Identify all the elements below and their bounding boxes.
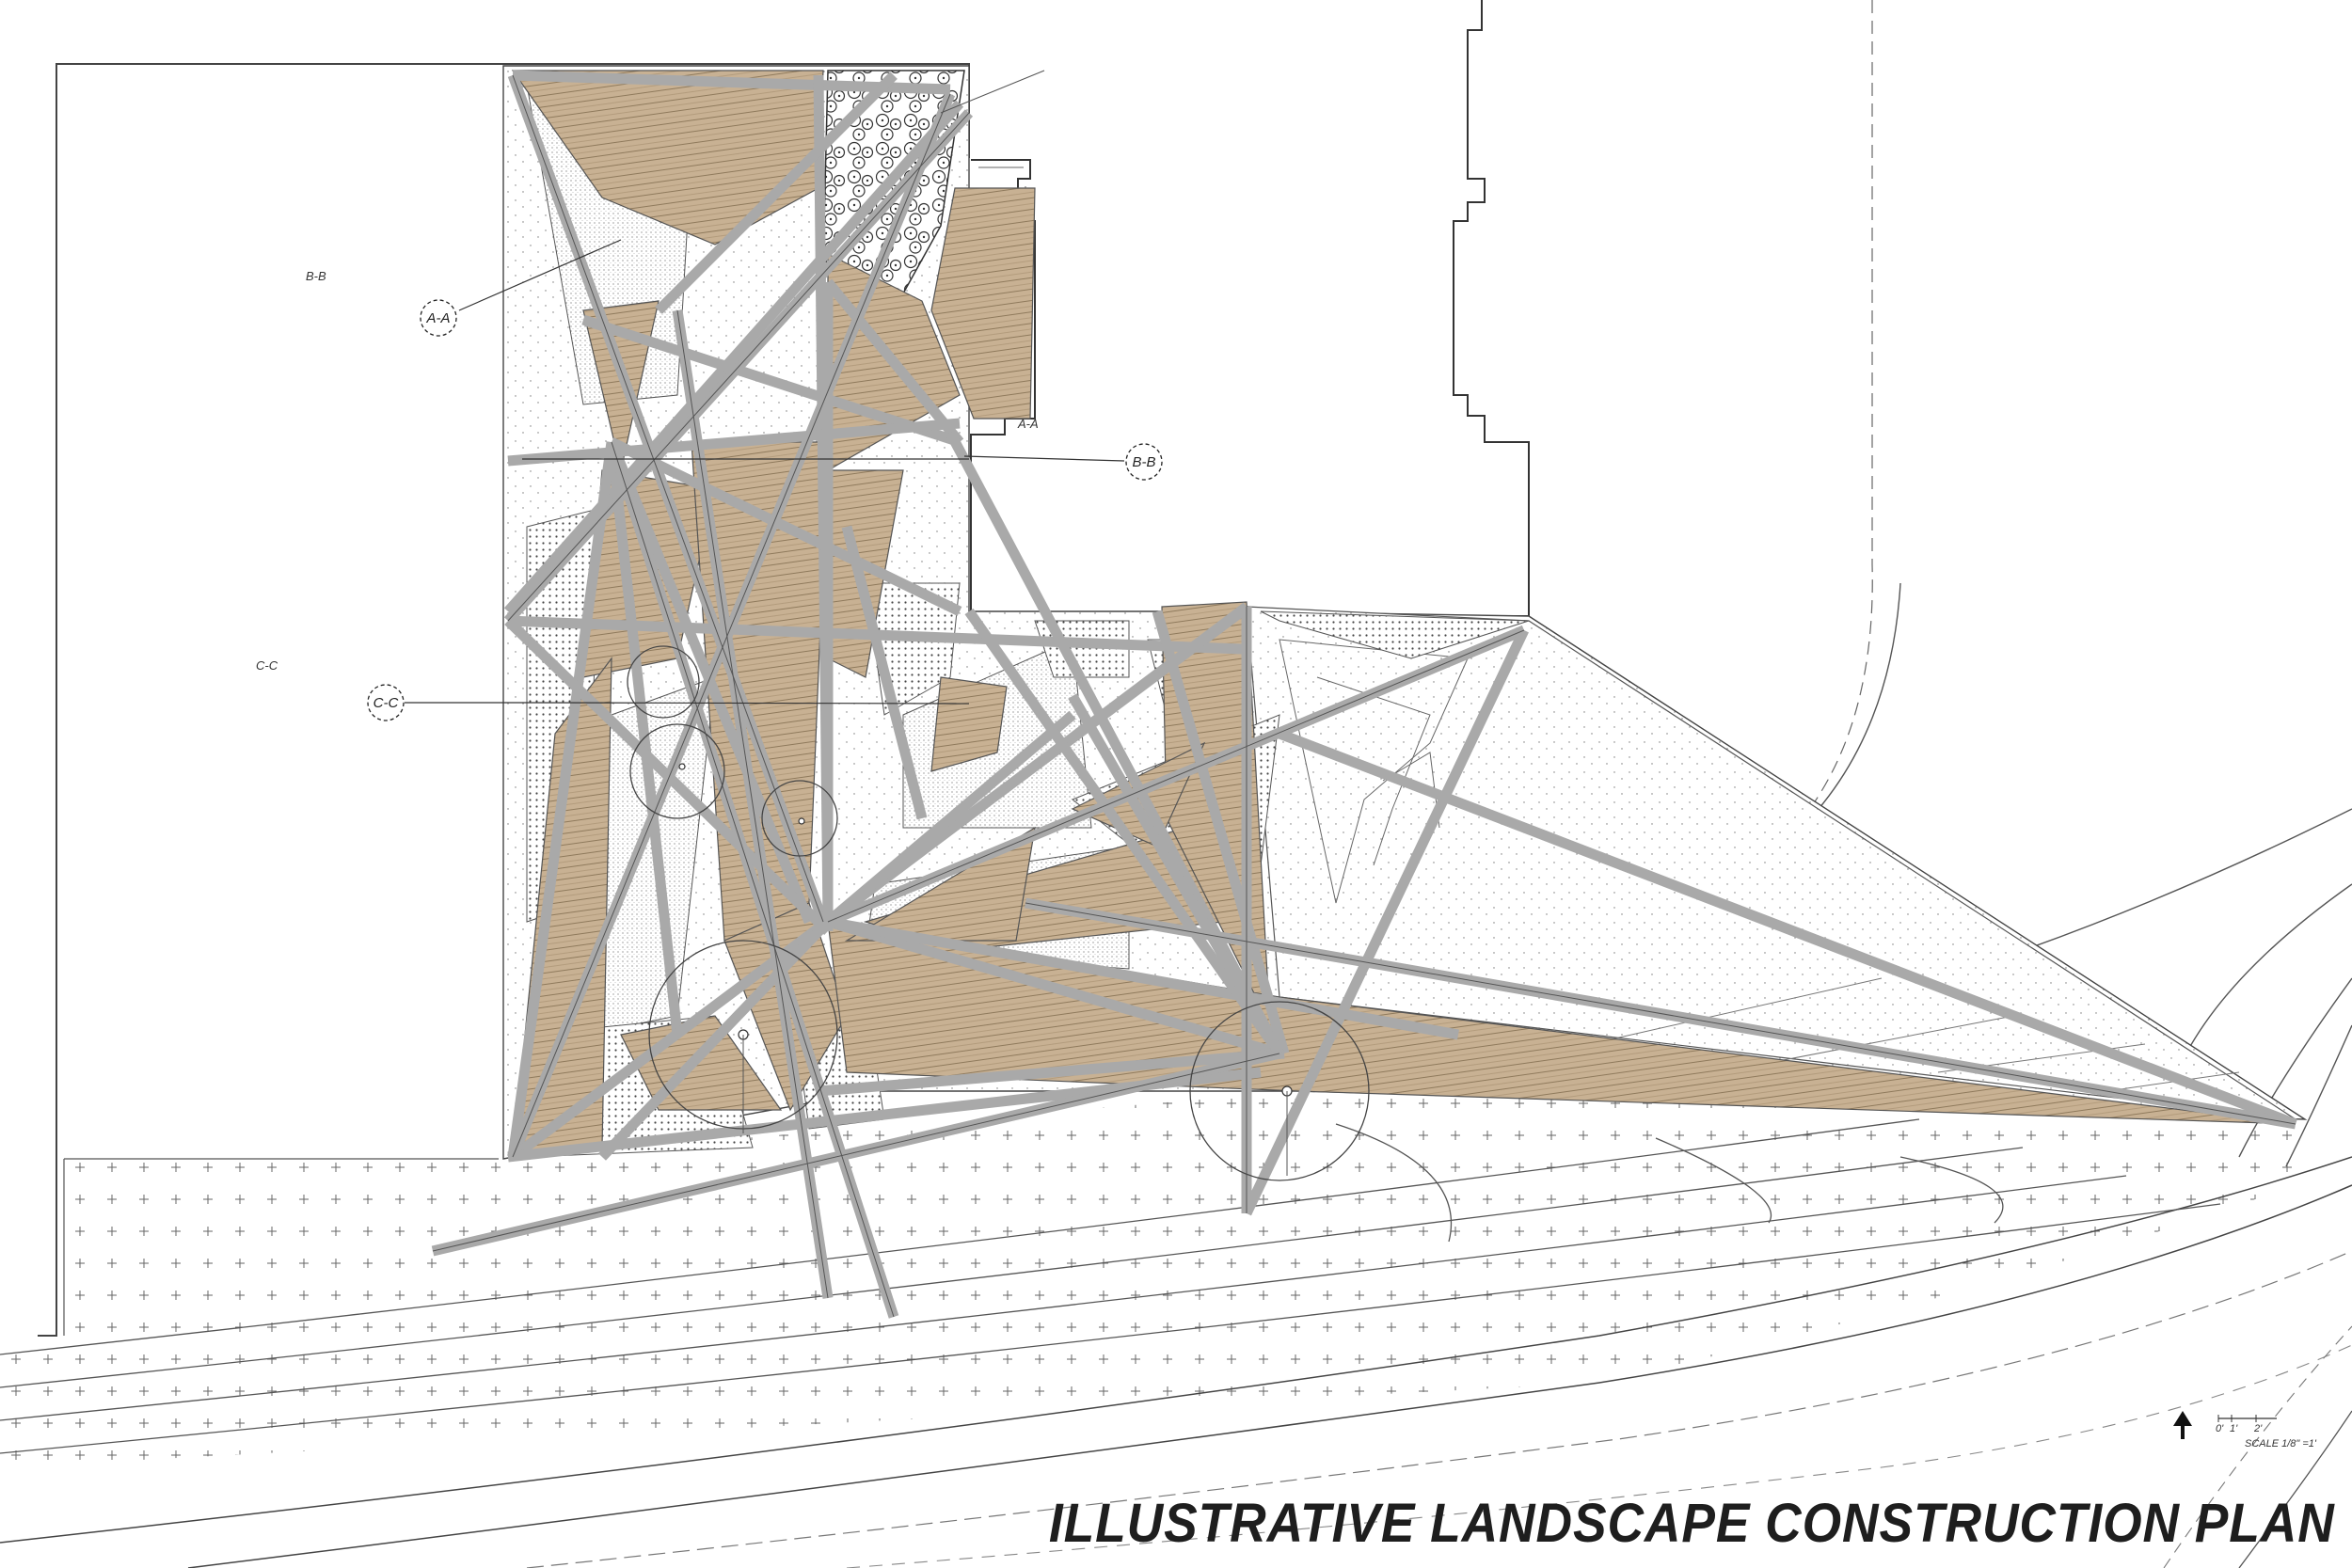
section-line-b xyxy=(963,455,1125,462)
scale-tick-1: 1' xyxy=(2230,1423,2238,1434)
callout-c: C-C xyxy=(367,684,405,721)
tree-circles xyxy=(627,645,1370,1181)
section-tag-a: A-A xyxy=(1017,417,1039,431)
scale-label: SCALE 1/8" =1' xyxy=(2245,1438,2317,1449)
north-arrow-icon xyxy=(2173,1411,2192,1439)
plan-title: ILLUSTRATIVE LANDSCAPE CONSTRUCTION PLAN xyxy=(1049,1493,2335,1554)
scale-bar: 0' 1' 2' SCALE 1/8" =1' xyxy=(2216,1415,2317,1449)
section-tag-c: C-C xyxy=(256,658,278,673)
callout-label-b: B-B xyxy=(1132,454,1155,470)
callout-label-c: C-C xyxy=(373,695,399,711)
callout-a: A-A xyxy=(420,299,457,337)
planting-field xyxy=(0,1082,2305,1467)
section-line-a xyxy=(458,239,622,311)
scale-tick-0: 0' xyxy=(2216,1423,2224,1434)
scale-tick-2: 2' xyxy=(2253,1423,2263,1434)
callout-label-a: A-A xyxy=(425,310,450,326)
section-tag-b: B-B xyxy=(306,269,326,283)
callout-b: B-B xyxy=(1125,443,1163,481)
